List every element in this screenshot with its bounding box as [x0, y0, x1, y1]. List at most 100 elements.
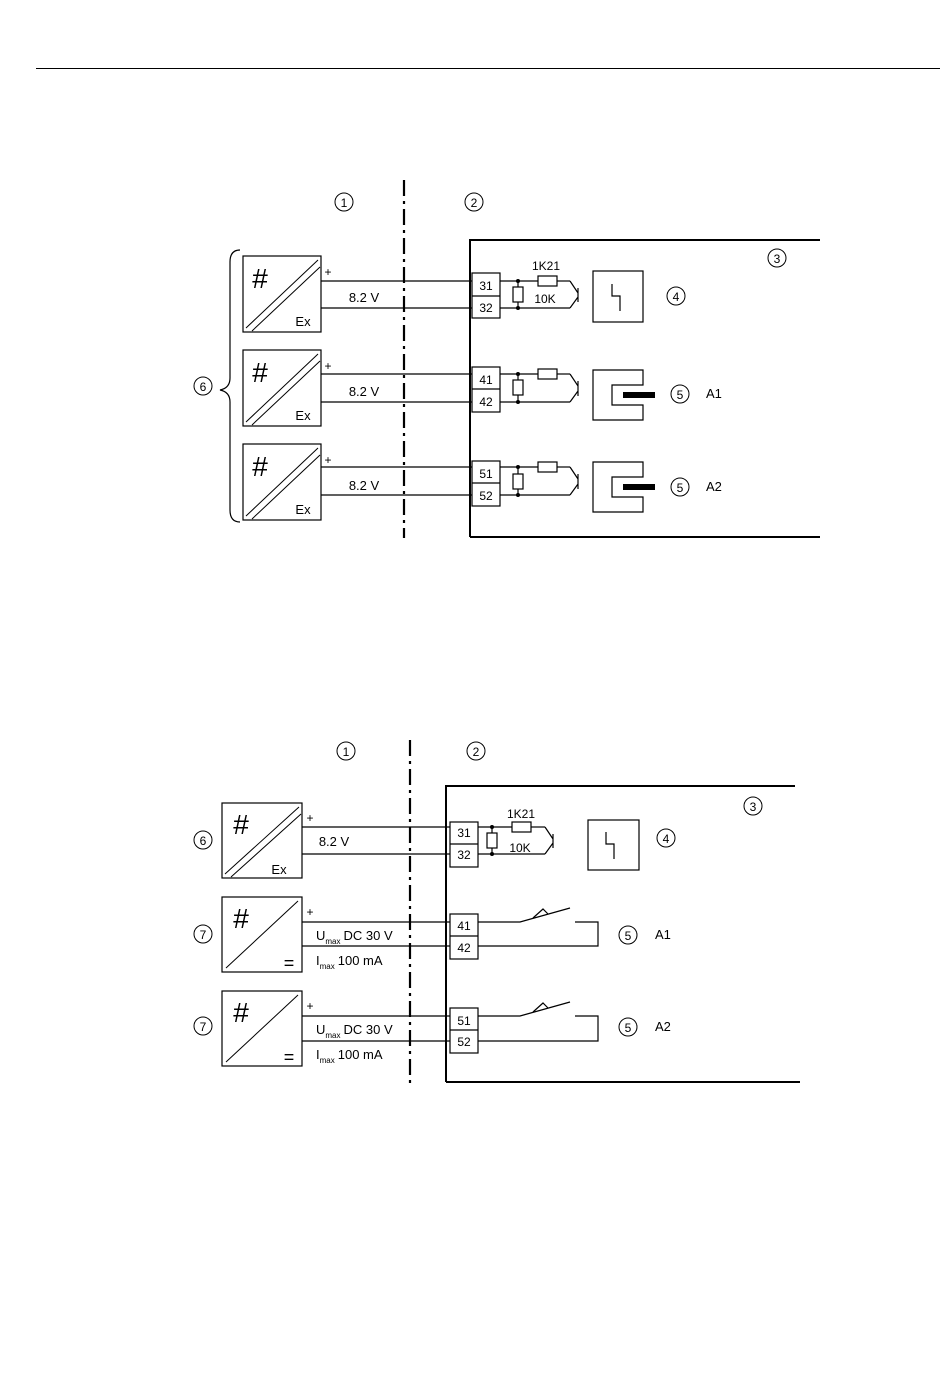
initiator-vane — [623, 392, 655, 398]
svg-text:6: 6 — [200, 834, 207, 848]
plus-sign: + — [306, 905, 313, 919]
svg-text:4: 4 — [663, 832, 670, 846]
resistor-label-1k21: 1K21 — [532, 259, 560, 273]
svg-text:2: 2 — [473, 745, 480, 759]
svg-text:1: 1 — [341, 196, 348, 210]
initiator-vane — [623, 484, 655, 490]
fault-step-icon — [606, 832, 614, 859]
terminal-52: 52 — [457, 1035, 471, 1049]
svg-text:7: 7 — [200, 1020, 207, 1034]
hash-symbol: # — [252, 263, 268, 294]
terminal-32: 32 — [479, 301, 493, 315]
shunt-resistor — [513, 380, 523, 395]
hash-symbol: # — [252, 357, 268, 388]
fault-step-icon — [612, 284, 620, 311]
output-label-a1: A1 — [706, 386, 722, 401]
series-resistor — [538, 462, 557, 472]
callout-fault-detector: 4 — [657, 829, 675, 847]
dc-symbol: = — [284, 1047, 295, 1067]
callout-safe-area: 2 — [465, 193, 483, 211]
terminal-41: 41 — [479, 373, 493, 387]
callout-input-group: 6 — [194, 377, 212, 395]
callout-input: 7 — [194, 925, 212, 943]
ex-label: Ex — [295, 408, 311, 423]
svg-text:5: 5 — [625, 929, 632, 943]
ex-label: Ex — [295, 502, 311, 517]
shunt-resistor — [513, 287, 523, 302]
callout-hazardous-area: 1 — [337, 742, 355, 760]
terminal-31: 31 — [479, 279, 493, 293]
ex-input-2: # Ex + 8.2 V 41 42 5 A1 — [243, 350, 722, 426]
callout-safe-area: 2 — [467, 742, 485, 760]
output-label-a2: A2 — [655, 1019, 671, 1034]
svg-text:7: 7 — [200, 928, 207, 942]
callout-input: 7 — [194, 1017, 212, 1035]
resistor-label-10k: 10K — [509, 841, 530, 855]
hash-symbol: # — [233, 809, 249, 840]
switch-contact — [478, 908, 570, 922]
svg-text:5: 5 — [677, 481, 684, 495]
ex-input-1: # Ex + 8.2 V 31 32 1K21 10K 4 — [243, 256, 685, 332]
svg-text:1: 1 — [343, 745, 350, 759]
terminal-42: 42 — [457, 941, 471, 955]
terminal-32: 32 — [457, 848, 471, 862]
plus-sign: + — [306, 811, 313, 825]
series-resistor — [512, 822, 531, 832]
plus-sign: + — [324, 453, 331, 467]
callout-hazardous-area: 1 — [335, 193, 353, 211]
callout-device: 3 — [744, 797, 762, 815]
svg-text:5: 5 — [677, 388, 684, 402]
dc-symbol: = — [284, 953, 295, 973]
svg-text:6: 6 — [200, 380, 207, 394]
plus-sign: + — [306, 999, 313, 1013]
svg-text:5: 5 — [625, 1021, 632, 1035]
switch-contact — [478, 1002, 570, 1016]
callout-output: 5 — [671, 478, 689, 496]
callout-output: 5 — [619, 1018, 637, 1036]
terminal-51: 51 — [479, 467, 493, 481]
plus-sign: + — [324, 265, 331, 279]
shunt-resistor — [513, 474, 523, 489]
svg-text:2: 2 — [471, 196, 478, 210]
output-label-a2: A2 — [706, 479, 722, 494]
terminal-52: 52 — [479, 489, 493, 503]
svg-text:4: 4 — [673, 290, 680, 304]
hash-symbol: # — [252, 451, 268, 482]
terminal-51: 51 — [457, 1014, 471, 1028]
callout-fault-detector: 4 — [667, 287, 685, 305]
ex-label: Ex — [295, 314, 311, 329]
resistor-label-10k: 10K — [534, 292, 555, 306]
hash-symbol: # — [233, 903, 249, 934]
callout-input: 6 — [194, 831, 212, 849]
series-resistor — [538, 369, 557, 379]
ex-input-1: 6 # Ex + 8.2 V 31 32 1K21 10K 4 — [194, 803, 675, 878]
wiring-diagram-mixed-inputs: 1 2 3 6 # Ex + 8.2 V 31 32 1K21 10K — [0, 730, 950, 1100]
wiring-diagram-ex-inputs: 1 2 3 6 # Ex + 8.2 V 31 32 1K21 10K — [0, 170, 950, 550]
voltage-label: 8.2 V — [349, 290, 380, 305]
input-group-brace — [220, 250, 240, 522]
output-label-a1: A1 — [655, 927, 671, 942]
voltage-label: 8.2 V — [319, 834, 350, 849]
terminal-31: 31 — [457, 826, 471, 840]
ex-label: Ex — [271, 862, 287, 877]
terminal-42: 42 — [479, 395, 493, 409]
resistor-label-1k21: 1K21 — [507, 807, 535, 821]
svg-text:3: 3 — [774, 252, 781, 266]
callout-device: 3 — [768, 249, 786, 267]
svg-text:3: 3 — [750, 800, 757, 814]
series-resistor — [538, 276, 557, 286]
voltage-label: 8.2 V — [349, 478, 380, 493]
voltage-label: 8.2 V — [349, 384, 380, 399]
callout-output: 5 — [619, 926, 637, 944]
shunt-resistor — [487, 833, 497, 848]
hash-symbol: # — [233, 997, 249, 1028]
ex-input-3: # Ex + 8.2 V 51 52 5 A2 — [243, 444, 722, 520]
callout-output: 5 — [671, 385, 689, 403]
plus-sign: + — [324, 359, 331, 373]
